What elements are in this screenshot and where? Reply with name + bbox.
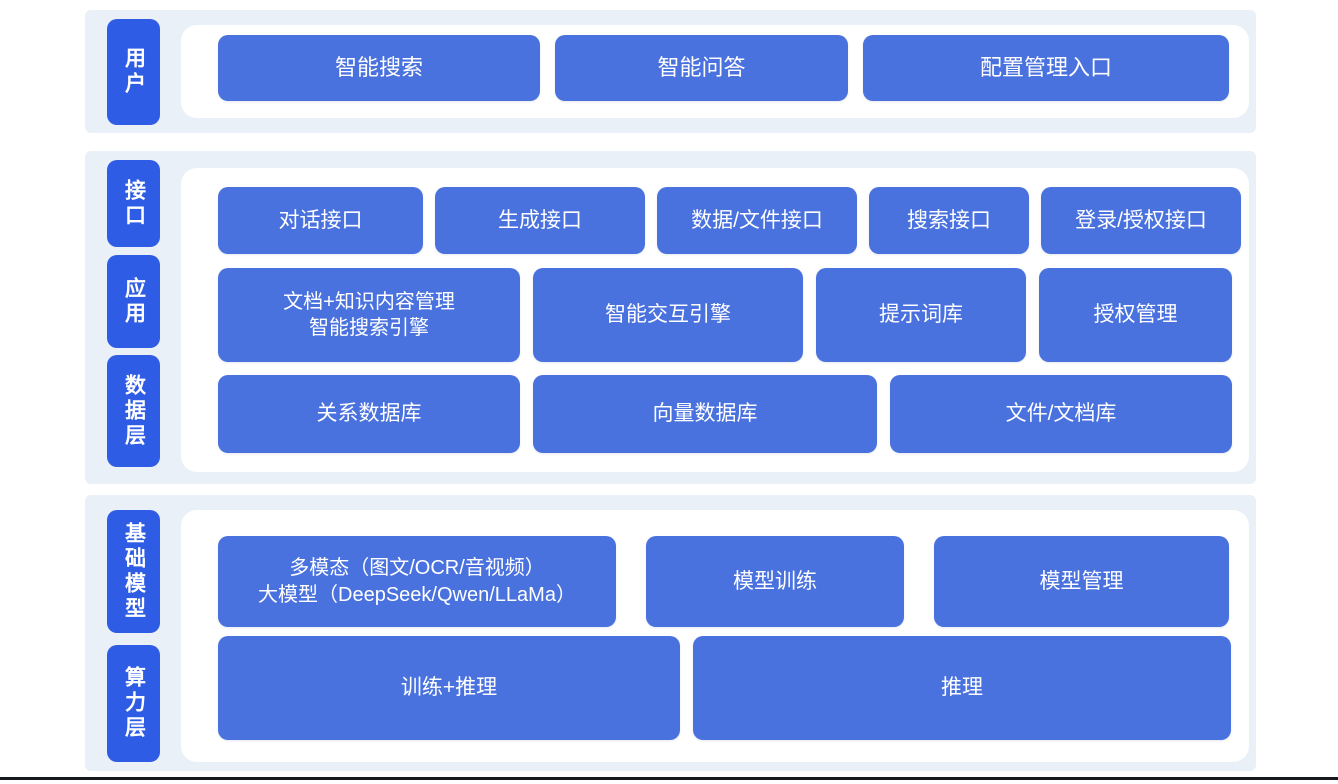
box-search-api: 搜索接口 bbox=[869, 187, 1029, 254]
box-inference: 推理 bbox=[693, 636, 1231, 740]
box-multimodal-llm: 多模态（图文/OCR/音视频） 大模型（DeepSeek/Qwen/LLaMa） bbox=[218, 536, 616, 627]
row-compute: 训练+推理 推理 bbox=[218, 636, 1231, 740]
row-interfaces: 对话接口 生成接口 数据/文件接口 搜索接口 登录/授权接口 bbox=[218, 187, 1241, 254]
box-smart-search: 智能搜索 bbox=[218, 35, 540, 101]
box-smart-qa: 智能问答 bbox=[555, 35, 848, 101]
band-user-layer: 用户 智能搜索 智能问答 配置管理入口 bbox=[85, 10, 1256, 133]
box-doc-knowledge-search-engine: 文档+知识内容管理 智能搜索引擎 bbox=[218, 268, 520, 362]
box-model-management: 模型管理 bbox=[934, 536, 1229, 627]
box-file-doc-store: 文件/文档库 bbox=[890, 375, 1232, 453]
band-bottom-layers: 基础模型 算力层 多模态（图文/OCR/音视频） 大模型（DeepSeek/Qw… bbox=[85, 495, 1256, 771]
panel-user-layer: 智能搜索 智能问答 配置管理入口 bbox=[181, 25, 1249, 118]
box-login-auth-api: 登录/授权接口 bbox=[1041, 187, 1241, 254]
box-model-training: 模型训练 bbox=[646, 536, 904, 627]
box-training-inference: 训练+推理 bbox=[218, 636, 680, 740]
panel-bottom-layers: 多模态（图文/OCR/音视频） 大模型（DeepSeek/Qwen/LLaMa）… bbox=[181, 510, 1249, 762]
box-prompt-library: 提示词库 bbox=[816, 268, 1026, 362]
layer-label-foundation-model: 基础模型 bbox=[107, 510, 160, 633]
box-auth-management: 授权管理 bbox=[1039, 268, 1232, 362]
box-data-file-api: 数据/文件接口 bbox=[657, 187, 857, 254]
box-generation-api: 生成接口 bbox=[435, 187, 645, 254]
box-config-entry: 配置管理入口 bbox=[863, 35, 1229, 101]
row-user-capabilities: 智能搜索 智能问答 配置管理入口 bbox=[218, 35, 1229, 101]
layer-label-data: 数据层 bbox=[107, 355, 160, 467]
box-interaction-engine: 智能交互引擎 bbox=[533, 268, 803, 362]
row-data-stores: 关系数据库 向量数据库 文件/文档库 bbox=[218, 375, 1232, 453]
band-middle-layers: 接口 应用 数据层 对话接口 生成接口 数据/文件接口 搜索接口 登录/授权接口… bbox=[85, 151, 1256, 484]
layer-label-application: 应用 bbox=[107, 255, 160, 348]
panel-middle-layers: 对话接口 生成接口 数据/文件接口 搜索接口 登录/授权接口 文档+知识内容管理… bbox=[181, 168, 1249, 472]
box-relational-db: 关系数据库 bbox=[218, 375, 520, 453]
layer-label-user: 用户 bbox=[107, 19, 160, 125]
bottom-rule bbox=[0, 777, 1338, 780]
row-applications: 文档+知识内容管理 智能搜索引擎 智能交互引擎 提示词库 授权管理 bbox=[218, 268, 1232, 362]
row-foundation-models: 多模态（图文/OCR/音视频） 大模型（DeepSeek/Qwen/LLaMa）… bbox=[218, 536, 1229, 627]
layer-label-interface: 接口 bbox=[107, 160, 160, 247]
box-dialog-api: 对话接口 bbox=[218, 187, 423, 254]
box-vector-db: 向量数据库 bbox=[533, 375, 877, 453]
layer-label-compute: 算力层 bbox=[107, 645, 160, 762]
